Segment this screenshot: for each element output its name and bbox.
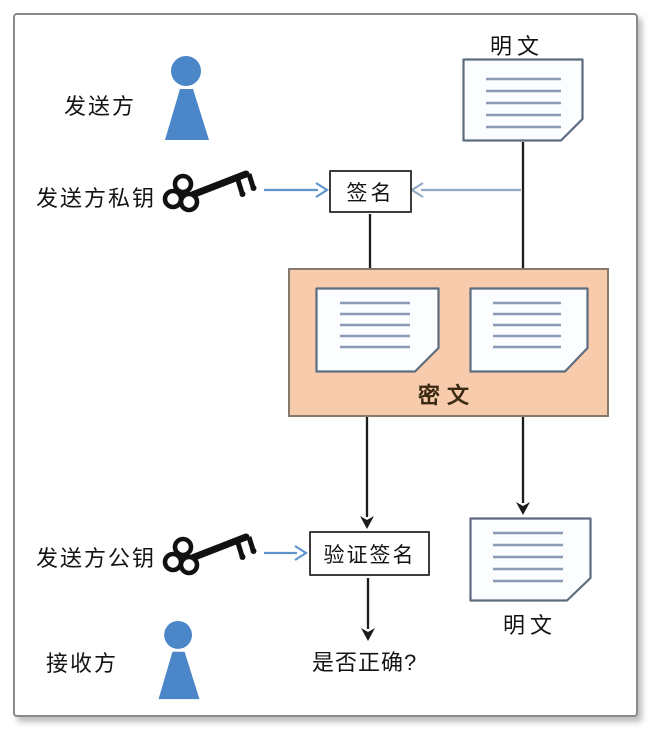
plaintext-bottom-label: 明文 [502,613,558,638]
arrow-verify-to-result [361,578,375,641]
person-head [171,56,201,86]
sender-public-key-label: 发送方公钥 [36,546,157,571]
sender-private-key-label: 发送方私钥 [36,186,157,211]
arrow-cipher-to-verify [360,414,374,529]
ciphertext-document-left-icon [315,287,440,373]
sender-person-icon [165,56,209,140]
person-body [158,651,200,700]
arrow-plaintext-branch-to-sign [409,182,521,198]
receiver-person-icon [158,621,200,700]
arrow-plaintext-to-cipher [516,142,530,285]
sign-box-label: 签名 [346,181,395,205]
ciphertext-label: 密文 [417,383,477,408]
arrow-private-key-to-sign [264,182,330,198]
sender-private-key-icon [162,170,257,213]
receiver-label: 接收方 [46,651,119,676]
plaintext-top-label: 明文 [489,34,545,59]
ciphertext-document-right-icon [469,287,589,373]
person-body [165,89,209,140]
plaintext-top-document-icon [462,58,584,142]
arrow-public-key-to-verify [264,545,309,561]
verify-sign-box-label: 验证签名 [323,543,416,567]
arrow-cipher-to-plaintext-result [516,414,530,515]
person-head [164,621,193,649]
verify-sign-box: 验证签名 [309,531,430,576]
sign-box: 签名 [329,170,412,213]
sender-label: 发送方 [64,94,137,119]
sender-public-key-icon [162,533,257,576]
result-question-label: 是否正确? [312,650,418,675]
plaintext-result-document-icon [469,517,592,602]
